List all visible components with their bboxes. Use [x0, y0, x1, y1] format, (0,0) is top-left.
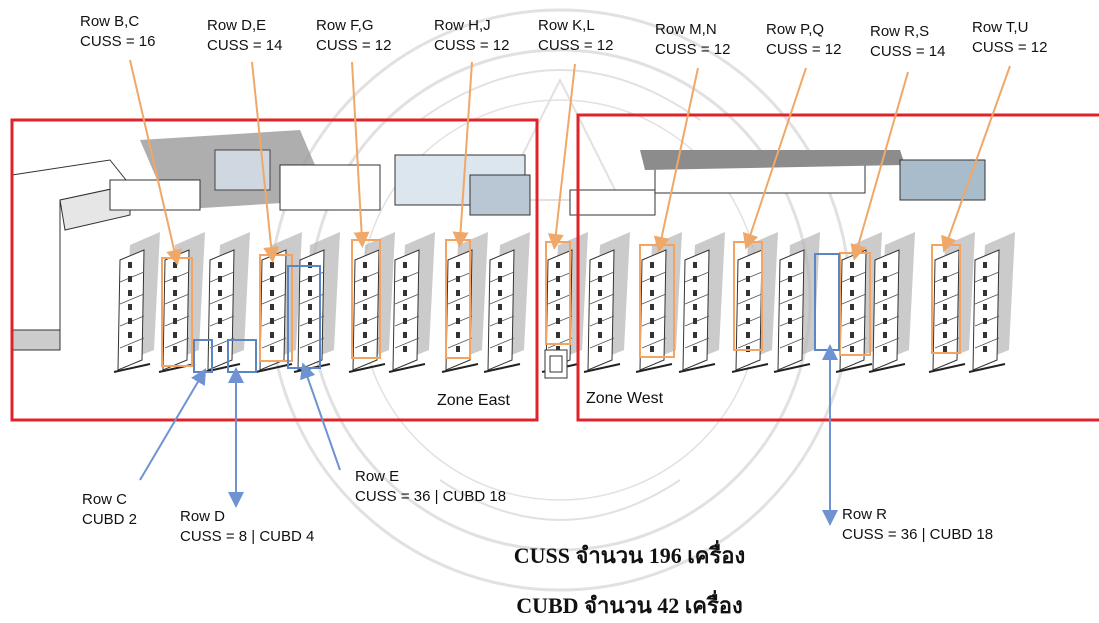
label-row-hj: Row H,J CUSS = 12 — [434, 16, 509, 56]
checkin-island — [113, 232, 160, 373]
cuss-count: CUSS = 12 — [434, 37, 510, 54]
cuss-cubd-count: CUSS = 36 | CUBD 18 — [842, 526, 994, 543]
checkin-island — [868, 232, 915, 373]
checkin-island — [928, 232, 975, 373]
label-row-fg: Row F,G CUSS = 12 — [316, 16, 391, 56]
checkin-island — [773, 232, 820, 373]
kiosk-block-inner — [549, 355, 563, 373]
checkin-island — [293, 232, 340, 373]
row-name: Row B,C — [80, 13, 140, 30]
cuss-count: CUSS = 12 — [655, 41, 731, 58]
label-row-pq: Row P,Q CUSS = 12 — [766, 20, 841, 60]
checkin-island — [441, 232, 488, 373]
total-cuss: CUSS จำนวน 196 เครื่อง — [513, 543, 746, 568]
row-name: Row H,J — [434, 17, 491, 34]
cuss-count: CUSS = 12 — [316, 37, 392, 54]
cubd-box-r — [814, 253, 840, 351]
checkin-island — [483, 232, 530, 373]
row-name: Row D — [180, 508, 226, 525]
row-name: Row E — [355, 468, 400, 485]
zone-west-border — [576, 113, 1099, 422]
cuss-count: CUSS = 14 — [207, 37, 283, 54]
label-row-r: Row R CUSS = 36 | CUBD 18 — [842, 505, 993, 545]
label-row-d: Row D CUSS = 8 | CUBD 4 — [180, 507, 314, 547]
checkin-island — [255, 232, 302, 373]
cuss-count: CUSS = 12 — [972, 39, 1048, 56]
checkin-island — [678, 232, 725, 373]
label-row-e: Row E CUSS = 36 | CUBD 18 — [355, 467, 506, 507]
label-row-tu: Row T,U CUSS = 12 — [972, 18, 1047, 58]
row-name: Row C — [82, 491, 128, 508]
label-row-bc: Row B,C CUSS = 16 — [80, 12, 155, 52]
back-buildings — [140, 130, 986, 216]
kiosk-block — [544, 349, 568, 379]
zone-east-border — [10, 118, 539, 422]
cuss-cubd-count: CUSS = 8 | CUBD 4 — [180, 528, 315, 545]
left-building — [11, 159, 201, 351]
row-name: Row D,E — [207, 17, 267, 34]
cuss-count: CUSS = 12 — [538, 37, 614, 54]
cuss-count: CUSS = 12 — [766, 41, 842, 58]
checkin-island — [348, 232, 395, 373]
checkin-island — [835, 232, 882, 373]
checkin-island — [635, 232, 682, 373]
label-row-kl: Row K,L CUSS = 12 — [538, 16, 613, 56]
row-name: Row K,L — [538, 17, 595, 34]
zone-east-label: Zone East — [437, 392, 510, 409]
row-name: Row F,G — [316, 17, 374, 34]
cubd-arrows — [139, 344, 838, 526]
row-name: Row T,U — [972, 19, 1029, 36]
cuss-cubd-count: CUSS = 36 | CUBD 18 — [355, 488, 507, 505]
checkin-island — [388, 232, 435, 373]
row-name: Row R — [842, 506, 888, 523]
checkin-island — [968, 232, 1015, 373]
label-row-mn: Row M,N CUSS = 12 — [655, 20, 730, 60]
total-cubd: CUBD จำนวน 42 เครื่อง — [516, 593, 743, 618]
cubd-count: CUBD 2 — [82, 511, 138, 528]
label-row-de: Row D,E CUSS = 14 — [207, 16, 282, 56]
row-name: Row R,S — [870, 23, 930, 40]
row-name: Row P,Q — [766, 21, 825, 38]
cuss-count: CUSS = 16 — [80, 33, 156, 50]
zone-west-label: Zone West — [586, 390, 664, 407]
cuss-count: CUSS = 14 — [870, 43, 946, 60]
row-name: Row M,N — [655, 21, 717, 38]
checkin-island — [158, 232, 205, 373]
label-row-c: Row C CUBD 2 — [82, 490, 137, 530]
checkin-island — [583, 232, 630, 373]
cuss-arrows — [129, 59, 1011, 266]
label-row-rs: Row R,S CUSS = 14 — [870, 22, 945, 62]
checkin-island — [731, 232, 778, 373]
